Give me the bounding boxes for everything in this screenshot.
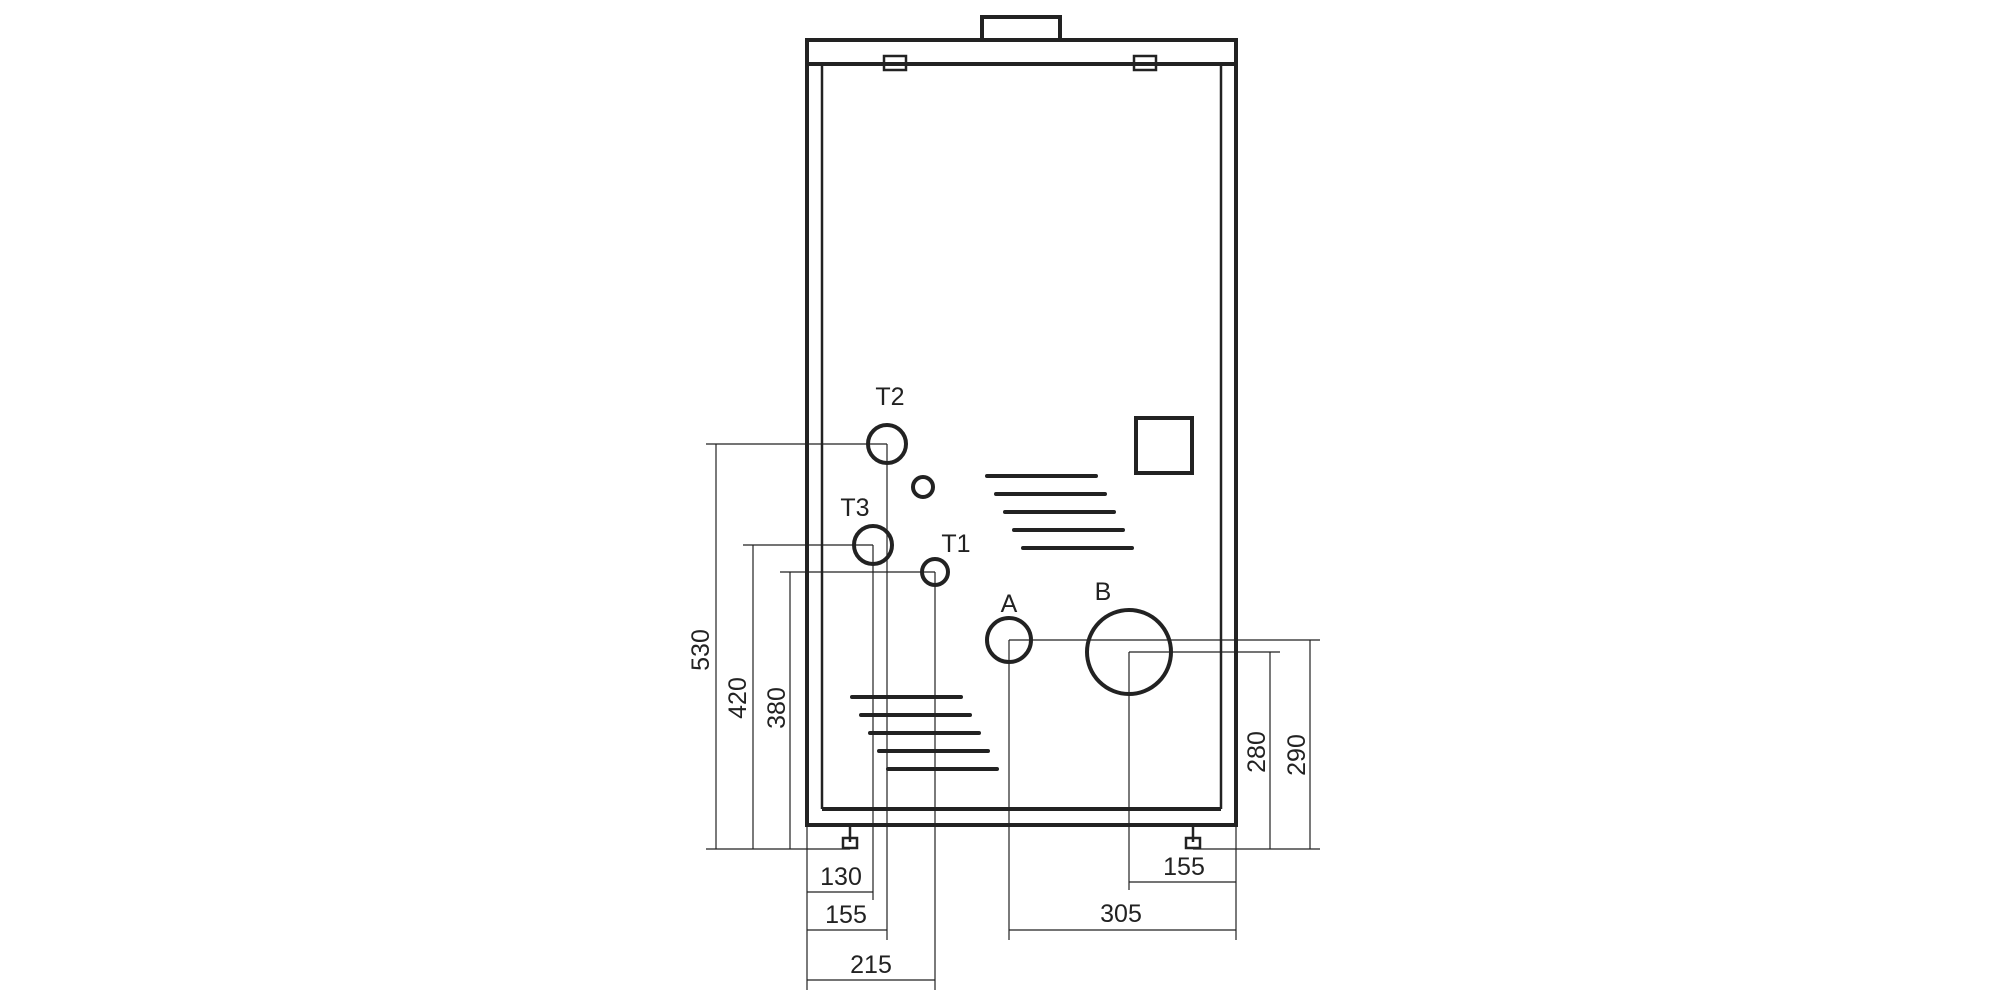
dimension-305: 305 — [1008, 640, 1236, 940]
dimension-155-left: 155 — [807, 444, 888, 940]
dimension-290: 290 — [1009, 639, 1320, 850]
dimension-530: 530 — [687, 443, 887, 850]
inspection-window — [1134, 416, 1194, 475]
dimension-215: 215 — [807, 572, 936, 990]
dimension-530-label: 530 — [687, 629, 715, 671]
foot-right — [1184, 825, 1202, 850]
flue-collar — [980, 15, 1062, 42]
label-t1: T1 — [941, 530, 970, 558]
label-t3: T3 — [840, 494, 869, 522]
lower-vent-slots — [850, 695, 999, 771]
dimension-155-right-label: 155 — [1163, 853, 1205, 881]
dimension-280: 280 — [1129, 651, 1280, 849]
dimension-290-label: 290 — [1283, 734, 1311, 776]
upper-vent-slots — [985, 474, 1134, 550]
dimension-420: 420 — [724, 544, 873, 849]
dimension-380-label: 380 — [763, 687, 791, 729]
foot-left — [841, 825, 859, 850]
small-port — [911, 475, 935, 499]
label-b: B — [1095, 578, 1112, 606]
dimension-155-left-label: 155 — [825, 901, 867, 929]
top-cap — [805, 38, 1238, 66]
dimension-380: 380 — [763, 571, 935, 849]
dimension-130-label: 130 — [820, 863, 862, 891]
label-a: A — [1001, 590, 1018, 618]
dimension-215-label: 215 — [850, 951, 892, 979]
dimension-420-label: 420 — [724, 677, 752, 719]
dimension-305-label: 305 — [1100, 900, 1142, 928]
dimension-280-label: 280 — [1243, 731, 1271, 773]
label-t2: T2 — [875, 383, 904, 411]
dimension-155-right: 155 — [1128, 652, 1236, 890]
dimension-130: 130 — [807, 545, 874, 900]
